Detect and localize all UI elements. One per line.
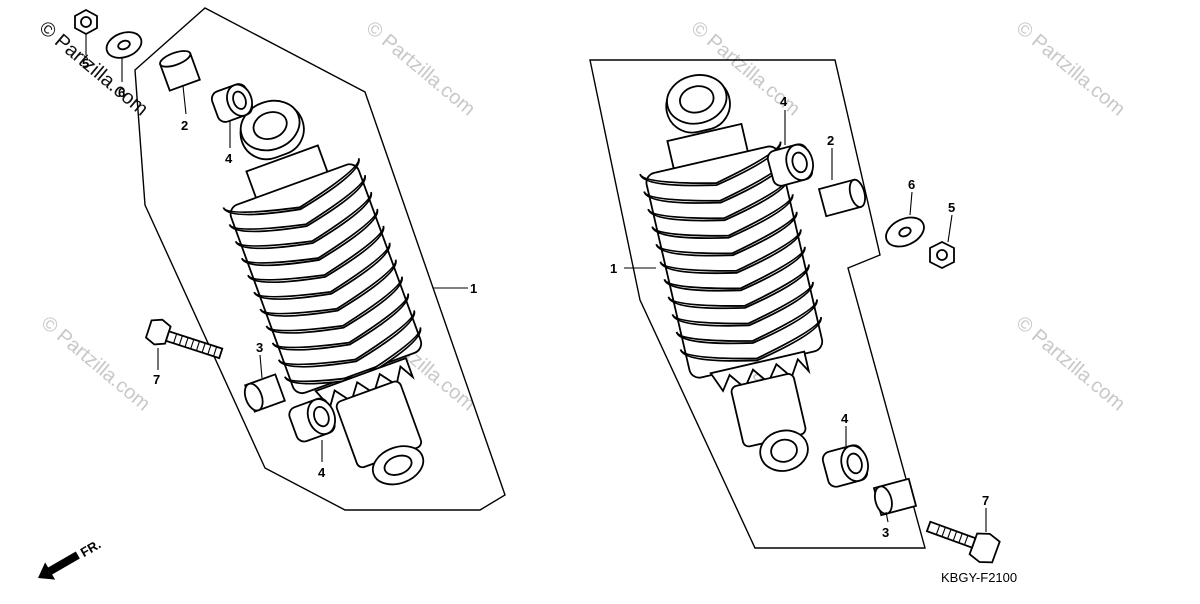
part-label-6: 6	[118, 85, 125, 100]
front-label: FR.	[78, 536, 104, 559]
watermark: © Partzilla.com	[1012, 17, 1129, 120]
shock-absorber-left	[222, 99, 431, 486]
nut-right	[929, 240, 955, 270]
leader-line	[909, 191, 913, 216]
front-arrow-icon	[38, 551, 80, 580]
part-label-5: 5	[82, 56, 89, 71]
collar-right-top	[817, 178, 866, 218]
right-assembly: 4 2 6 5 1 4 3 7	[589, 59, 1001, 564]
part-label-4: 4	[780, 94, 788, 109]
watermark: © Partzilla.com	[37, 312, 154, 415]
part-label-4: 4	[318, 465, 326, 480]
part-label-1: 1	[610, 261, 617, 276]
bushing-right-bottom	[821, 444, 869, 488]
right-assembly-outline	[589, 59, 926, 549]
part-label-3: 3	[256, 340, 263, 355]
collar-left-bottom	[243, 373, 286, 413]
part-label-2: 2	[827, 133, 834, 148]
collar-right-bottom	[872, 477, 918, 517]
part-label-7: 7	[153, 372, 160, 387]
bushing-left-bottom	[288, 397, 336, 443]
left-assembly: 2 4 1 3 4 7 5 6	[74, 7, 506, 511]
part-label-1: 1	[470, 281, 477, 296]
bolt-left	[144, 318, 224, 360]
part-label-5: 5	[948, 200, 955, 215]
bushing-left-top	[210, 83, 254, 123]
bushing-right-top	[766, 143, 814, 187]
watermark: © Partzilla.com	[362, 17, 479, 120]
washer-left	[105, 31, 143, 59]
left-assembly-outline	[134, 7, 506, 511]
part-label-3: 3	[882, 525, 889, 540]
part-label-7: 7	[982, 493, 989, 508]
watermark: © Partzilla.com	[1012, 312, 1129, 415]
nut-left	[74, 8, 98, 36]
leader-line	[182, 85, 187, 115]
part-label-4: 4	[841, 411, 849, 426]
collar-left-top	[159, 50, 201, 92]
part-label-4: 4	[225, 151, 233, 166]
bolt-right	[925, 520, 1001, 564]
leader-line	[947, 214, 953, 243]
leader-line	[259, 354, 263, 379]
washer-right	[885, 216, 925, 248]
diagram-code: KBGY-F2100	[941, 570, 1017, 585]
leader-line	[885, 511, 889, 523]
part-label-2: 2	[181, 118, 188, 133]
shock-absorber-right	[639, 74, 829, 472]
part-label-6: 6	[908, 177, 915, 192]
front-direction-indicator: FR.	[38, 536, 104, 580]
